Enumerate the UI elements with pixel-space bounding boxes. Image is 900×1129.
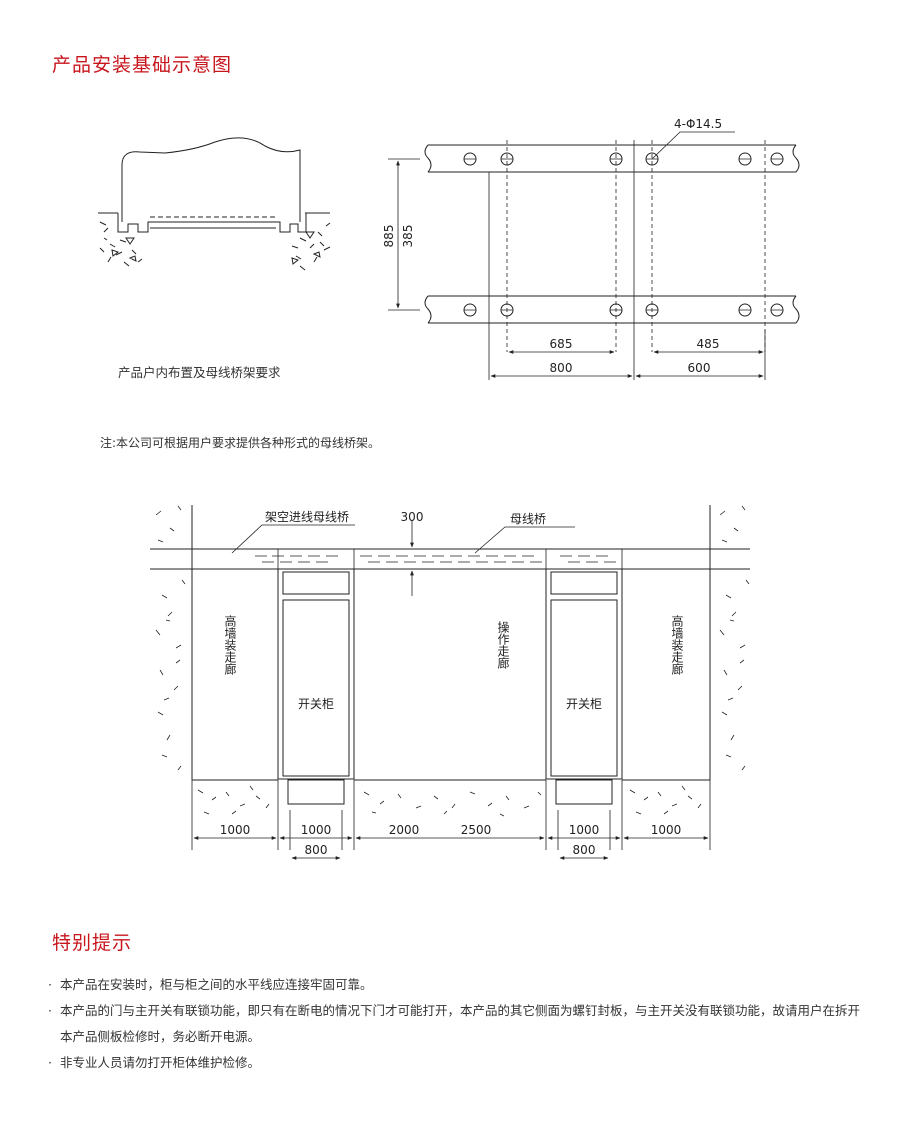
right-corridor-label: 高墙装走廊 [670,614,684,676]
dim-label: 1000 [220,823,251,837]
foundation-plan-drawing [388,131,800,380]
dim-600-label: 600 [688,361,711,375]
dim-label: 2000 [389,823,420,837]
tip-item: 本产品在安装时，柜与柜之间的水平线应连接牢固可靠。 [48,972,863,998]
dim-label: 1000 [569,823,600,837]
installation-diagrams: 4-Φ14.5 885 385 685 485 800 600 [98,117,800,860]
overhead-bridge-label: 架空进线母线桥 [265,510,349,524]
dim-label: 1000 [301,823,332,837]
right-cabinet-label: 开关柜 [566,697,602,711]
dim-label: 800 [573,843,596,857]
section-title-tips: 特别提示 [52,932,133,954]
dim-685-label: 685 [550,337,573,351]
tip-item: 非专业人员请勿打开柜体维护检修。 [48,1050,863,1076]
hole-spec-label: 4-Φ14.5 [674,117,722,131]
dim-800-label: 800 [550,361,573,375]
dim-label: 2500 [461,823,492,837]
operation-corridor-label: 操作走廊 [496,620,510,670]
left-corridor-label: 高墙装走廊 [223,614,237,676]
cabinet-foundation-drawing [98,137,331,271]
room-layout-drawing [150,505,750,860]
section-title-installation: 产品安装基础示意图 [52,54,233,76]
dim-385-label: 385 [401,225,415,248]
layout-caption: 产品户内布置及母线桥架要求 [118,365,281,380]
dim-label: 800 [305,843,328,857]
dim-885-label: 885 [382,225,396,248]
busbar-bridge-label: 母线桥 [510,512,546,526]
left-cabinet-label: 开关柜 [298,697,334,711]
clearance-300-label: 300 [401,510,424,524]
tip-item: 本产品的门与主开关有联锁功能，即只有在断电的情况下门才可能打开，本产品的其它侧面… [48,998,863,1050]
dim-label: 1000 [651,823,682,837]
bridge-note: 注:本公司可根据用户要求提供各种形式的母线桥架。 [100,436,381,450]
tips-list: 本产品在安装时，柜与柜之间的水平线应连接牢固可靠。 本产品的门与主开关有联锁功能… [48,972,863,1076]
dim-485-label: 485 [697,337,720,351]
